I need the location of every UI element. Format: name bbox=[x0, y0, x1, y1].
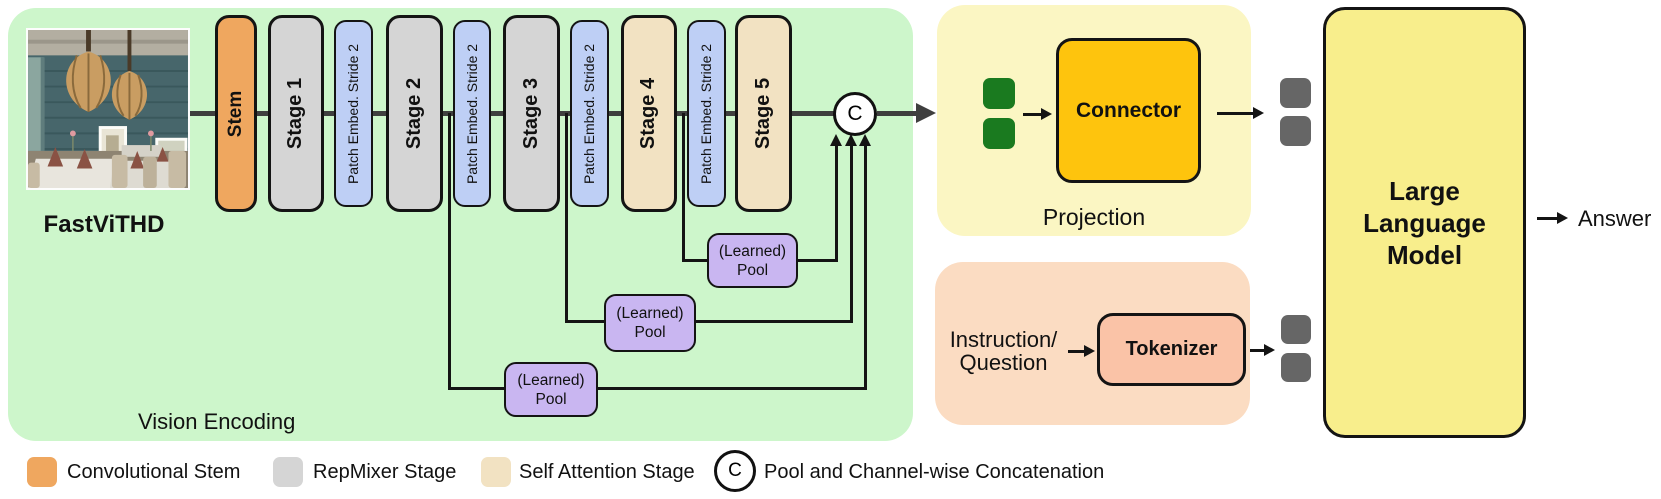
connector-label: Connector bbox=[1076, 98, 1181, 122]
tokenizer-label: Tokenizer bbox=[1125, 338, 1218, 360]
legend-concat-symbol: C bbox=[728, 460, 742, 481]
learned-pool-box-top: (Learned) Pool bbox=[707, 233, 798, 288]
patch-embed-box-2: Patch Embed. Stride 2 bbox=[453, 20, 491, 207]
stage-1-label: Stage 1 bbox=[284, 77, 307, 150]
pool-line-mid bbox=[565, 320, 853, 323]
llm-line3: Model bbox=[1386, 239, 1463, 270]
llm-line2: Language bbox=[1363, 207, 1486, 238]
concat-symbol: C bbox=[847, 102, 863, 125]
legend-swatch-repmixer bbox=[273, 457, 303, 487]
vision-encoding-label: Vision Encoding bbox=[138, 409, 296, 434]
concat-arrowhead-1 bbox=[830, 134, 842, 146]
vision-token-1 bbox=[983, 78, 1015, 109]
instruction-to-tokenizer-arrowhead bbox=[1084, 345, 1095, 357]
connector-out-arrowhead bbox=[1253, 107, 1264, 119]
branch-line-stage4 bbox=[682, 113, 685, 261]
patch-embed-label-2: Patch Embed. Stride 2 bbox=[464, 43, 481, 184]
legend-label-concat: Pool and Channel-wise Concatenation bbox=[764, 461, 1105, 483]
pool-label-line1: (Learned) bbox=[718, 242, 787, 260]
tokenizer-box: Tokenizer bbox=[1097, 313, 1246, 386]
concat-up-line-3 bbox=[864, 145, 867, 390]
tokenizer-out-arrowhead bbox=[1264, 344, 1275, 356]
vision-output-arrow-shaft bbox=[877, 111, 917, 116]
patch-embed-box-4: Patch Embed. Stride 2 bbox=[687, 20, 726, 207]
vision-output-arrowhead bbox=[916, 103, 936, 123]
stage-3-label: Stage 3 bbox=[520, 77, 542, 150]
concat-up-line-2 bbox=[850, 145, 853, 323]
legend-concat-circle: C bbox=[714, 450, 756, 492]
stage-4-box: Stage 4 bbox=[621, 15, 677, 212]
patch-embed-box-1: Patch Embed. Stride 2 bbox=[334, 20, 373, 207]
connector-box: Connector bbox=[1056, 38, 1201, 183]
stage-1-box: Stage 1 bbox=[268, 15, 324, 212]
learned-pool-box-mid: (Learned) Pool bbox=[604, 294, 696, 352]
stage-4-label: Stage 4 bbox=[637, 77, 660, 150]
llm-to-answer-arrow bbox=[1537, 217, 1559, 220]
patch-embed-label-3: Patch Embed. Stride 2 bbox=[581, 43, 598, 184]
projected-token-2 bbox=[1280, 116, 1311, 146]
text-token-1 bbox=[1281, 315, 1311, 344]
connector-out-arrow bbox=[1217, 112, 1255, 115]
instruction-text: Instruction/ Question bbox=[941, 328, 1066, 374]
vision-token-2 bbox=[983, 118, 1015, 149]
branch-line-stage3 bbox=[565, 113, 568, 322]
tokenizer-out-arrow bbox=[1250, 349, 1266, 352]
tokens-to-connector-arrowhead bbox=[1041, 108, 1052, 120]
image-caption: FastViTHD bbox=[43, 211, 165, 238]
stage-2-label: Stage 2 bbox=[403, 77, 425, 150]
stage-3-box: Stage 3 bbox=[503, 15, 560, 212]
legend-label-convolutional-stem: Convolutional Stem bbox=[67, 461, 241, 483]
branch-line-stage2 bbox=[448, 113, 451, 389]
concat-circle: C bbox=[833, 92, 877, 136]
concat-arrowhead-2 bbox=[845, 134, 857, 146]
stage-5-box: Stage 5 bbox=[735, 15, 792, 212]
answer-label: Answer bbox=[1578, 206, 1652, 231]
instruction-to-tokenizer-arrow bbox=[1068, 350, 1086, 353]
projected-token-1 bbox=[1280, 78, 1311, 108]
stage-5-label: Stage 5 bbox=[752, 77, 774, 150]
legend-swatch-self-attention bbox=[481, 457, 511, 487]
instruction-line2: Question bbox=[959, 350, 1048, 375]
pool-label-line2: Pool bbox=[634, 324, 666, 341]
concat-arrowhead-3 bbox=[859, 134, 871, 146]
stem-box: Stem bbox=[215, 15, 257, 212]
llm-to-answer-arrowhead bbox=[1557, 212, 1568, 224]
concat-up-line-1 bbox=[835, 145, 838, 262]
projection-label: Projection bbox=[1042, 204, 1146, 230]
pool-line-bottom bbox=[448, 387, 867, 390]
llm-box: Large Language Model bbox=[1323, 7, 1526, 438]
pool-label-line2: Pool bbox=[736, 261, 769, 279]
patch-embed-label-1: Patch Embed. Stride 2 bbox=[345, 43, 362, 184]
patch-embed-label-4: Patch Embed. Stride 2 bbox=[698, 43, 715, 184]
input-image bbox=[26, 28, 190, 190]
tokens-to-connector-arrow bbox=[1023, 113, 1043, 116]
patch-embed-box-3: Patch Embed. Stride 2 bbox=[570, 20, 609, 207]
pool-label-line1: (Learned) bbox=[616, 305, 684, 322]
legend-swatch-convolutional-stem bbox=[27, 457, 57, 487]
stage-2-box: Stage 2 bbox=[386, 15, 443, 212]
instruction-line1: Instruction/ bbox=[949, 327, 1058, 352]
learned-pool-box-bottom: (Learned) Pool bbox=[504, 362, 598, 417]
stem-label: Stem bbox=[225, 90, 246, 137]
legend-label-repmixer: RepMixer Stage bbox=[313, 461, 457, 483]
pool-label-line2: Pool bbox=[535, 390, 567, 408]
llm-line1: Large bbox=[1389, 175, 1460, 206]
pool-label-line1: (Learned) bbox=[517, 371, 585, 389]
text-token-2 bbox=[1281, 353, 1311, 382]
legend-label-self-attention: Self Attention Stage bbox=[519, 461, 695, 483]
